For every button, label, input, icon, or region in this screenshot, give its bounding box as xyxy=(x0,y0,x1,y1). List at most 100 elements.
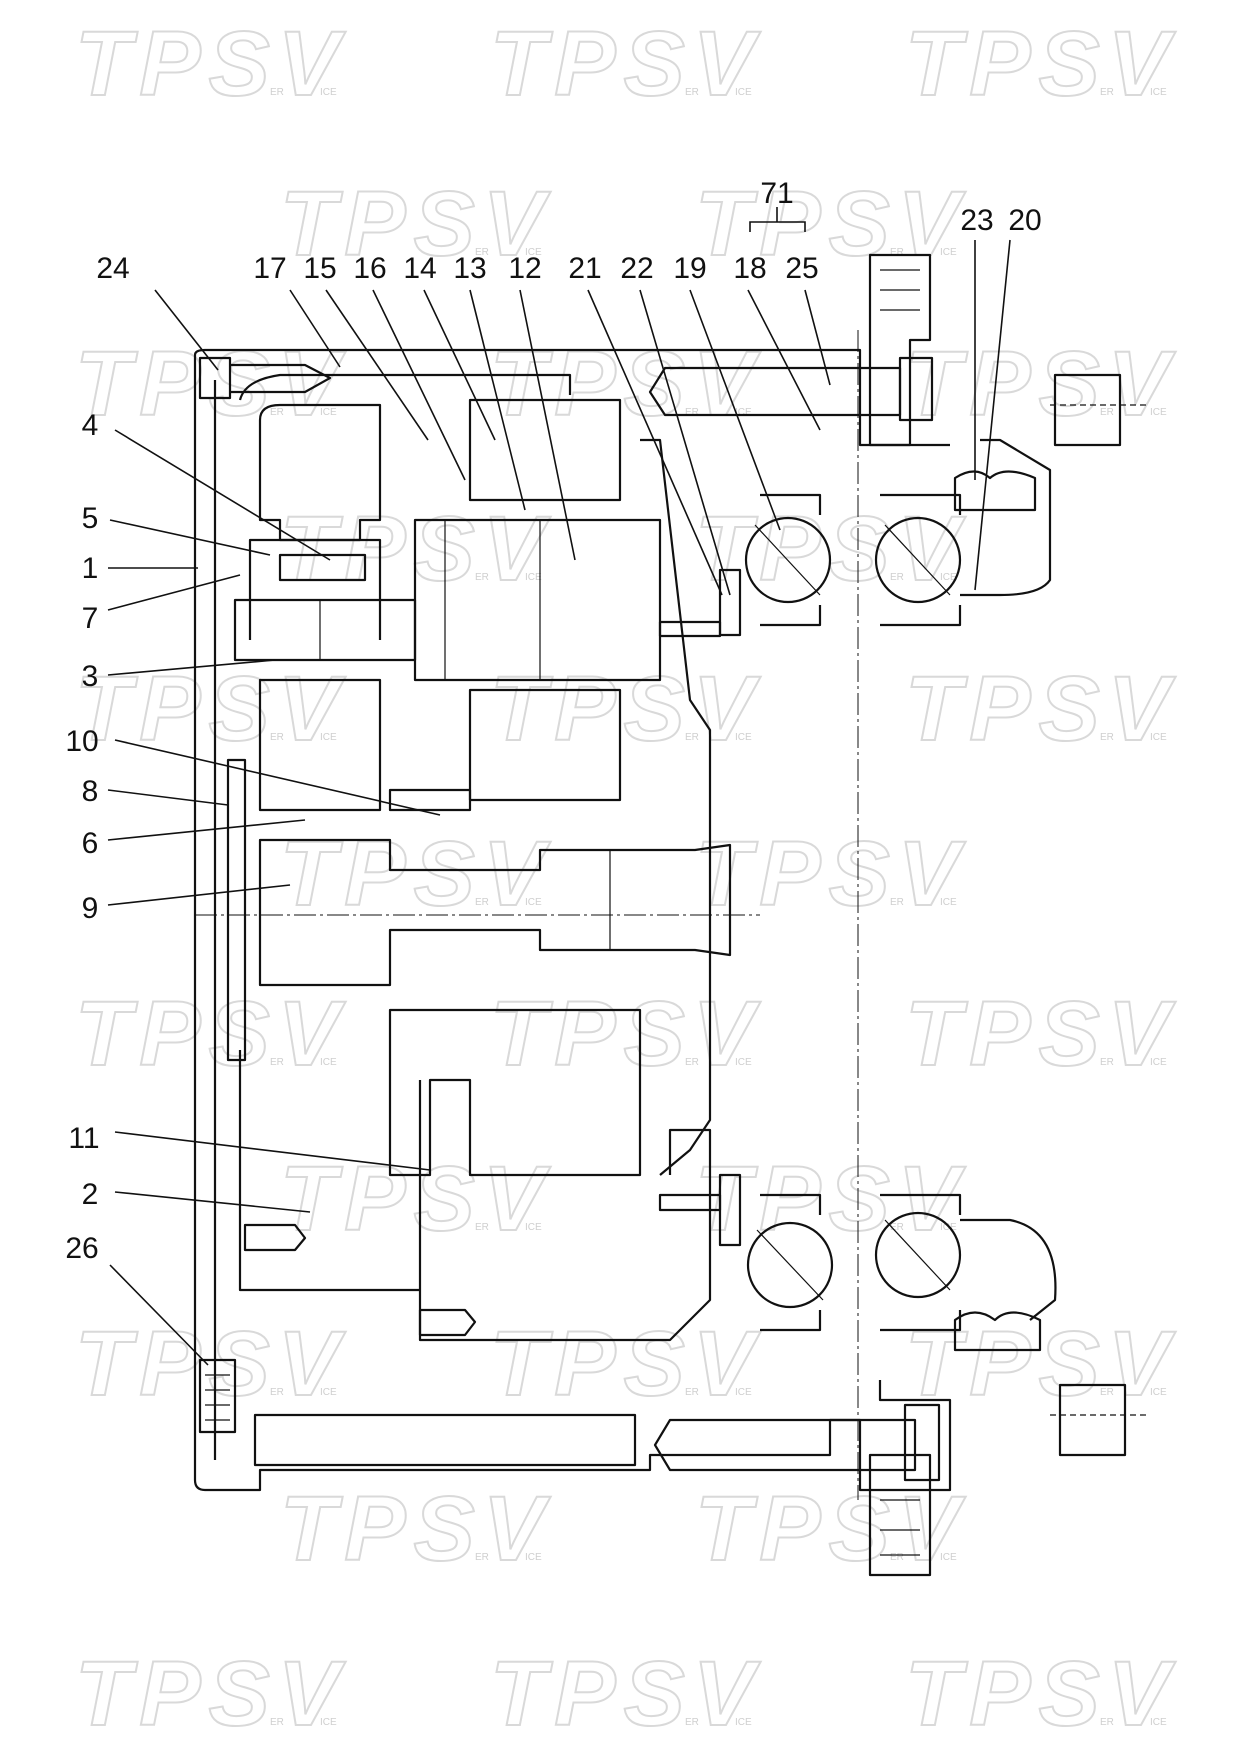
watermark-sub-right: ICE xyxy=(1150,407,1167,418)
watermark-text: TPSV xyxy=(490,658,762,760)
watermark-text: TPSV xyxy=(905,13,1177,115)
top-flange xyxy=(868,253,932,447)
watermark-sub-left: ER xyxy=(685,1057,699,1068)
lower-ring-gear xyxy=(468,688,622,802)
leader-11 xyxy=(114,1131,431,1171)
part-labels: 71 23 20 24 17 15 16 14 13 12 21 22 19 1… xyxy=(65,177,1041,1265)
watermark-text: TPSV xyxy=(695,1148,967,1250)
watermark-text: TPSV xyxy=(280,173,552,275)
watermark-text: TPSV xyxy=(490,1643,762,1745)
bearing-lower-outer xyxy=(874,1211,962,1299)
label-9: 9 xyxy=(82,892,99,925)
leader-7 xyxy=(107,574,241,611)
watermark-text: TPSV xyxy=(490,333,762,435)
cover-20-upper xyxy=(960,438,1052,597)
watermark-text: TPSV xyxy=(75,333,347,435)
leader-lines xyxy=(107,207,1011,1366)
watermark-text: TPSV xyxy=(75,1313,347,1415)
label-23: 23 xyxy=(960,204,993,237)
label-7: 7 xyxy=(82,602,99,635)
watermark-sub-right: ICE xyxy=(320,732,337,743)
leader-5 xyxy=(109,519,271,556)
watermark-sub-right: ICE xyxy=(940,572,957,583)
housing-outline-top xyxy=(193,348,950,447)
watermark-sub-right: ICE xyxy=(320,87,337,98)
leader-16 xyxy=(372,289,466,481)
gearbox-drawing xyxy=(193,253,1150,1577)
lower-bolt-11 xyxy=(418,1308,477,1337)
label-22: 22 xyxy=(620,252,653,285)
watermark-sub-left: ER xyxy=(890,572,904,583)
leader-18 xyxy=(747,289,821,431)
lower-gear-hub-11 xyxy=(418,1080,712,1342)
label-12: 12 xyxy=(508,252,541,285)
watermark-sub-right: ICE xyxy=(1150,1717,1167,1728)
label-26: 26 xyxy=(65,1232,98,1265)
bolt-25-head xyxy=(898,356,934,422)
housing-outline xyxy=(193,355,952,1492)
watermark-text: TPSV xyxy=(905,658,1177,760)
leader-14 xyxy=(423,289,496,441)
watermark-sub-left: ER xyxy=(270,87,284,98)
label-4: 4 xyxy=(82,409,99,442)
watermark-sub-left: ER xyxy=(475,1222,489,1233)
label-19: 19 xyxy=(673,252,706,285)
leader-20 xyxy=(974,239,1011,591)
watermark-text: TPSV xyxy=(905,983,1177,1085)
bolt-25-shank xyxy=(648,366,902,417)
watermark-sub-right: ICE xyxy=(735,87,752,98)
watermark-sub-left: ER xyxy=(1100,1387,1114,1398)
leader-17 xyxy=(289,289,341,368)
watermark-sub-left: ER xyxy=(685,87,699,98)
watermark-sub-left: ER xyxy=(475,897,489,908)
label-1: 1 xyxy=(82,552,99,585)
watermark-sub-left: ER xyxy=(685,732,699,743)
leader-12 xyxy=(519,289,576,561)
right-housing-contour xyxy=(640,438,712,1176)
sun-shaft-3 xyxy=(233,598,417,662)
bottom-flange xyxy=(868,1453,932,1577)
watermark-sub-right: ICE xyxy=(735,1057,752,1068)
watermark-text: TPSV xyxy=(695,498,967,600)
lower-planet-carrier xyxy=(258,678,382,812)
lower-gear-body xyxy=(388,1008,642,1177)
pin-lower xyxy=(658,1193,722,1212)
label-16: 16 xyxy=(353,252,386,285)
watermark-text: TPSV xyxy=(75,1643,347,1745)
label-18: 18 xyxy=(733,252,766,285)
plug-upper xyxy=(1053,373,1122,447)
pin-21-upper xyxy=(658,620,722,638)
lower-housing-2 xyxy=(238,1050,420,1292)
watermark-text: TPSV xyxy=(490,983,762,1085)
label-10: 10 xyxy=(65,725,98,758)
label-21: 21 xyxy=(568,252,601,285)
watermark-sub-right: ICE xyxy=(525,897,542,908)
bearing-lower-inner xyxy=(746,1221,834,1309)
watermark-sub-right: ICE xyxy=(940,897,957,908)
output-shaft-9 xyxy=(258,838,732,987)
leader-19 xyxy=(689,289,781,531)
watermark-text: TPSV xyxy=(280,1478,552,1580)
watermark-text: TPSV xyxy=(695,1478,967,1580)
bottom-long-bolt-shank xyxy=(653,1418,917,1472)
leader-26 xyxy=(109,1264,209,1366)
watermark-sub-left: ER xyxy=(270,1387,284,1398)
watermark-sub-left: ER xyxy=(270,1057,284,1068)
label-71: 71 xyxy=(760,177,793,210)
watermark-sub-left: ER xyxy=(685,1387,699,1398)
label-5: 5 xyxy=(82,502,99,535)
leader-25 xyxy=(804,289,831,386)
leader-21 xyxy=(587,289,723,596)
plug-lower xyxy=(1058,1383,1127,1457)
watermark-sub-left: ER xyxy=(475,572,489,583)
label-20: 20 xyxy=(1008,204,1041,237)
bolt-24-shank xyxy=(230,363,332,394)
label-6: 6 xyxy=(82,827,99,860)
watermark-sub-right: ICE xyxy=(1150,1387,1167,1398)
watermark-text: TPSV xyxy=(695,173,967,275)
watermark-sub-left: ER xyxy=(270,1717,284,1728)
watermark-sub-right: ICE xyxy=(1150,1057,1167,1068)
seal-lower xyxy=(953,1311,1042,1352)
watermark-text: TPSV xyxy=(695,823,967,925)
label-24: 24 xyxy=(96,252,129,285)
